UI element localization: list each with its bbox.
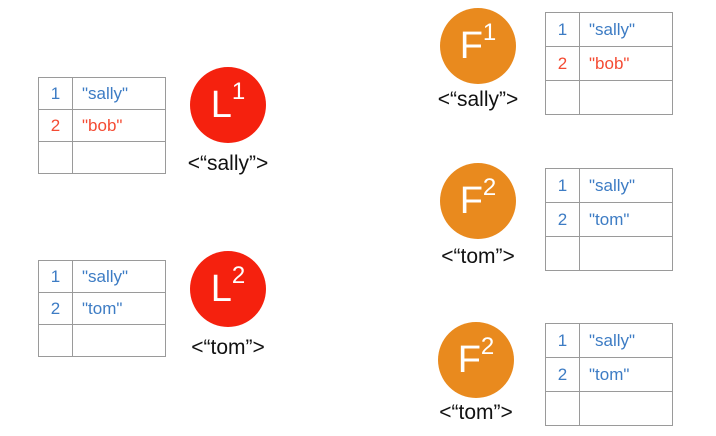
- row-index-cell: 1: [545, 12, 580, 47]
- node-letter: L: [210, 268, 232, 310]
- row-value-cell: "tom": [579, 202, 673, 237]
- table-row: 2 "tom": [545, 357, 673, 392]
- row-value-cell: "bob": [72, 109, 166, 142]
- row-index-cell: [545, 391, 580, 426]
- table-row: 2 "tom": [545, 202, 673, 237]
- table-row: 1 "sally": [545, 323, 673, 358]
- row-index-cell: [545, 236, 580, 271]
- table-row: 1 "sally": [38, 260, 166, 293]
- row-value-cell: [579, 80, 673, 115]
- row-value-cell: "sally": [72, 260, 166, 293]
- state-table-L2: 1 "sally" 2 "tom": [38, 260, 166, 357]
- row-index-cell: 2: [38, 109, 73, 142]
- row-value-cell: "tom": [72, 292, 166, 325]
- node-caption-F1: <“sally”>: [437, 88, 519, 111]
- node-letter: L: [210, 84, 232, 126]
- row-value-cell: "sally": [579, 323, 673, 358]
- node-caption-F2-lower: <“tom”>: [439, 401, 513, 424]
- state-table-L1: 1 "sally" 2 "bob": [38, 77, 166, 174]
- node-superscript: 1: [231, 78, 246, 105]
- row-value-cell: "sally": [579, 12, 673, 47]
- table-row: 1 "sally": [545, 12, 673, 47]
- table-row: 1 "sally": [38, 77, 166, 110]
- row-value-cell: "bob": [579, 46, 673, 81]
- row-value-cell: [72, 141, 166, 174]
- state-table-F1: 1 "sally" 2 "bob": [545, 12, 673, 115]
- row-index-cell: [38, 141, 73, 174]
- table-row: [545, 236, 673, 271]
- state-table-F2-upper: 1 "sally" 2 "tom": [545, 168, 673, 271]
- table-row: [38, 141, 166, 174]
- row-value-cell: "tom": [579, 357, 673, 392]
- row-index-cell: 1: [545, 323, 580, 358]
- node-superscript: 2: [480, 333, 495, 360]
- table-row: [545, 80, 673, 115]
- node-letter: F: [459, 180, 483, 222]
- row-value-cell: "sally": [579, 168, 673, 203]
- node-superscript: 1: [482, 19, 497, 46]
- node-letter: F: [459, 25, 483, 67]
- table-row: [545, 391, 673, 426]
- row-value-cell: [579, 391, 673, 426]
- table-row: 2 "tom": [38, 292, 166, 325]
- table-row: 2 "bob": [38, 109, 166, 142]
- row-index-cell: 1: [38, 260, 73, 293]
- row-index-cell: 1: [545, 168, 580, 203]
- row-index-cell: 2: [38, 292, 73, 325]
- row-index-cell: 2: [545, 357, 580, 392]
- node-superscript: 2: [482, 174, 497, 201]
- node-caption-F2-upper: <“tom”>: [441, 245, 515, 268]
- row-value-cell: "sally": [72, 77, 166, 110]
- row-index-cell: 2: [545, 202, 580, 237]
- node-superscript: 2: [231, 262, 246, 289]
- row-index-cell: 2: [545, 46, 580, 81]
- row-index-cell: [545, 80, 580, 115]
- table-row: [38, 324, 166, 357]
- state-table-F2-lower: 1 "sally" 2 "tom": [545, 323, 673, 426]
- node-caption-L1: <“sally”>: [187, 152, 269, 175]
- row-value-cell: [72, 324, 166, 357]
- row-index-cell: [38, 324, 73, 357]
- row-value-cell: [579, 236, 673, 271]
- node-letter: F: [457, 339, 481, 381]
- row-index-cell: 1: [38, 77, 73, 110]
- table-row: 2 "bob": [545, 46, 673, 81]
- table-row: 1 "sally": [545, 168, 673, 203]
- node-caption-L2: <“tom”>: [191, 336, 265, 359]
